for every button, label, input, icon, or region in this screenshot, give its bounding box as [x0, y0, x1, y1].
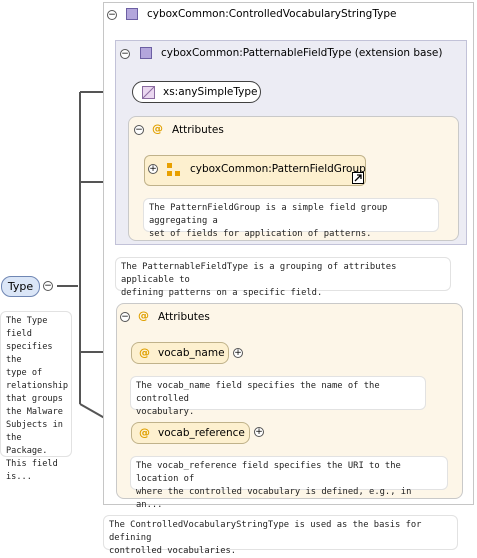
outer-attributes-icon: @ — [138, 309, 149, 322]
pattern-field-group-expand-toggle[interactable]: + — [148, 164, 158, 174]
complex-type-title: cyboxCommon:ControlledVocabularyStringTy… — [147, 8, 397, 20]
link-arrow-icon[interactable] — [352, 172, 364, 184]
vocab-name-attribute[interactable]: @ vocab_name — [131, 342, 229, 364]
type-element[interactable]: Type — [1, 276, 40, 297]
outer-attributes-collapse-toggle[interactable]: − — [120, 312, 130, 322]
vocab-reference-attribute-icon: @ — [139, 426, 150, 439]
pattern-field-group-label: cyboxCommon:PatternFieldGroup — [190, 163, 366, 175]
simple-type-node[interactable]: xs:anySimpleType — [132, 81, 261, 103]
type-element-label: Type — [7, 280, 34, 293]
complex-type-icon — [126, 8, 138, 20]
type-documentation: The Type field specifies the type of rel… — [0, 311, 72, 482]
attribute-group-icon — [167, 163, 180, 176]
extension-base-title: cyboxCommon:PatternableFieldType (extens… — [161, 47, 443, 59]
vocab-name-documentation: The vocab_name field specifies the name … — [130, 376, 426, 417]
inner-attributes-icon: @ — [152, 122, 163, 135]
vocab-reference-documentation: The vocab_reference field specifies the … — [130, 456, 448, 510]
inner-attributes-label: Attributes — [172, 124, 224, 136]
vocab-name-attribute-icon: @ — [139, 346, 150, 359]
vocab-name-expand-toggle[interactable]: + — [233, 348, 243, 358]
complex-type-collapse-toggle[interactable]: − — [107, 10, 117, 20]
vocab-reference-attribute[interactable]: @ vocab_reference — [131, 422, 250, 444]
simple-type-label: xs:anySimpleType — [163, 86, 258, 98]
simple-type-icon — [142, 86, 155, 99]
inner-attributes-collapse-toggle[interactable]: − — [134, 125, 144, 135]
complex-type-documentation: The ControlledVocabularyStringType is us… — [103, 515, 458, 556]
extension-base-documentation: The PatternableFieldType is a grouping o… — [115, 257, 451, 298]
extension-base-icon — [140, 47, 152, 59]
vocab-name-label: vocab_name — [158, 347, 225, 359]
type-collapse-toggle[interactable]: − — [43, 281, 53, 291]
vocab-reference-label: vocab_reference — [158, 427, 245, 439]
extension-base-collapse-toggle[interactable]: − — [120, 49, 130, 59]
vocab-reference-expand-toggle[interactable]: + — [254, 427, 264, 437]
pattern-field-group-node[interactable] — [144, 155, 366, 186]
outer-attributes-label: Attributes — [158, 311, 210, 323]
pattern-field-group-documentation: The PatternFieldGroup is a simple field … — [143, 198, 439, 239]
